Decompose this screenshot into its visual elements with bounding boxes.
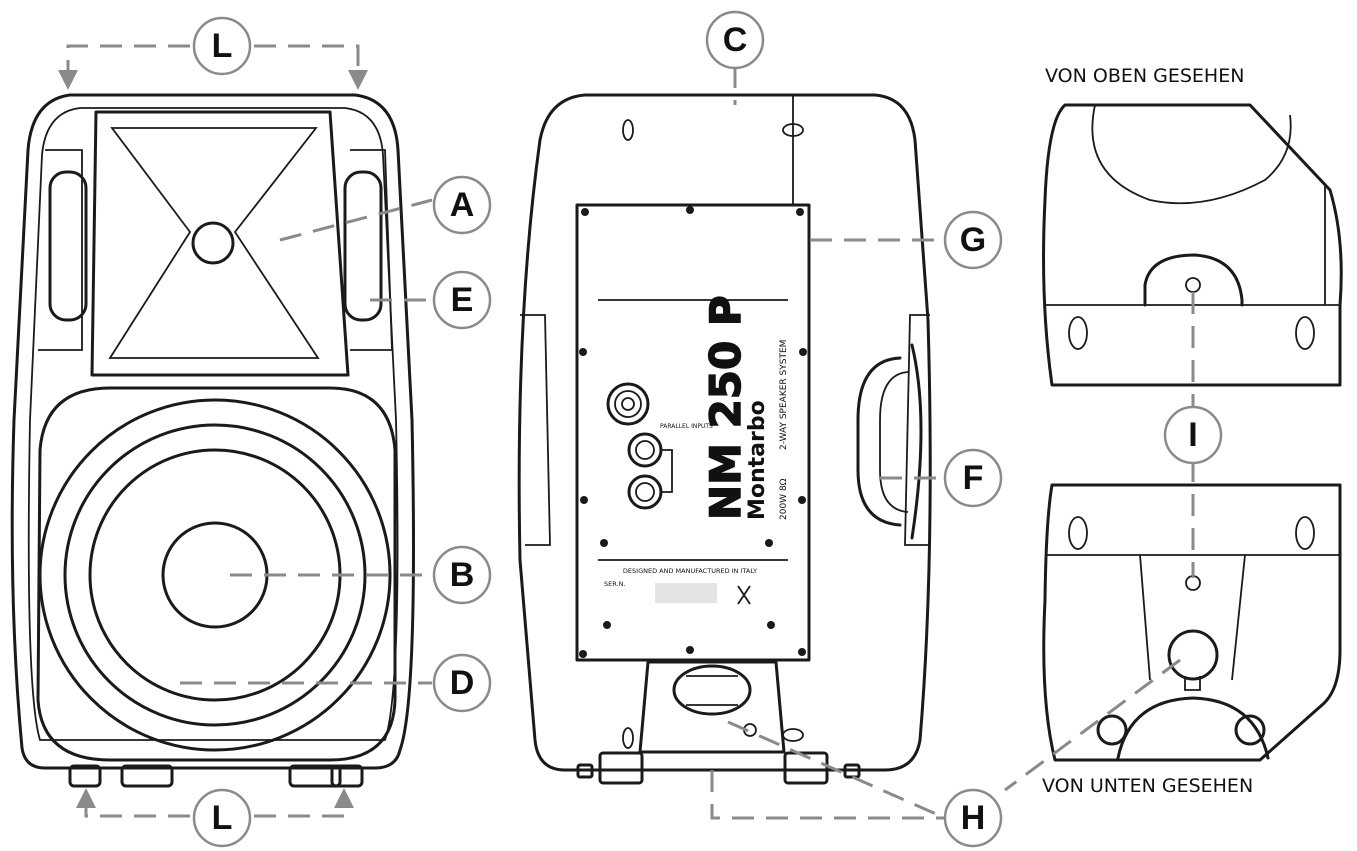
svg-text:G: G [960, 221, 986, 259]
callout-h: H [943, 788, 1003, 848]
svg-text:H: H [961, 799, 986, 837]
tweeter [191, 221, 235, 265]
handle-left [48, 170, 88, 322]
callout-c: C [705, 10, 765, 70]
spec-system: 2-WAY SPEAKER SYSTEM [779, 340, 789, 450]
leader-lines [58, 44, 1195, 820]
input-jack-2 [627, 474, 663, 510]
svg-text:E: E [451, 281, 474, 319]
callout-b: B [432, 545, 492, 605]
callout-l-bottom: L [192, 788, 252, 848]
svg-text:D: D [450, 664, 475, 702]
callout-f: F [943, 448, 1003, 508]
svg-text:B: B [450, 556, 475, 594]
inputs-label: PARALLEL INPUTS [660, 423, 713, 430]
svg-text:L: L [212, 799, 233, 837]
rear-view: PARALLEL INPUTS NM 250 P Montarbo 200W 8… [517, 93, 932, 785]
callout-g: G [943, 210, 1003, 270]
model-name: NM 250 P [701, 295, 750, 520]
panel-footer: DESIGNED AND MANUFACTURED IN ITALY [623, 567, 757, 575]
svg-text:L: L [212, 27, 233, 65]
grille [36, 386, 397, 762]
pole-socket [1167, 629, 1219, 681]
side-handle [856, 356, 902, 527]
front-view [10, 93, 415, 788]
svg-text:I: I [1188, 416, 1197, 454]
svg-text:F: F [963, 459, 984, 497]
spec-power: 200W 8Ω [779, 478, 789, 520]
top-view [1042, 103, 1343, 387]
bottom-view-label: VON UNTEN GESEHEN [1042, 775, 1253, 797]
horn [90, 110, 350, 377]
pole-mount [638, 660, 786, 754]
callout-e: E [432, 270, 492, 330]
callout-i: I [1163, 405, 1223, 465]
svg-text:A: A [450, 186, 475, 224]
callout-l-top: L [192, 16, 252, 76]
amp-panel [575, 203, 811, 662]
callout-d: D [432, 653, 492, 713]
callout-a: A [432, 175, 492, 235]
woofer-outer [38, 398, 392, 752]
input-jack-1 [627, 432, 663, 468]
svg-text:C: C [723, 21, 748, 59]
handle-right [343, 170, 383, 322]
brand-name: Montarbo [745, 400, 770, 520]
serial-label: SER.N. [604, 580, 626, 588]
top-view-label: VON OBEN GESEHEN [1045, 65, 1244, 87]
volume-knob [606, 382, 650, 426]
bottom-view [1042, 483, 1342, 762]
